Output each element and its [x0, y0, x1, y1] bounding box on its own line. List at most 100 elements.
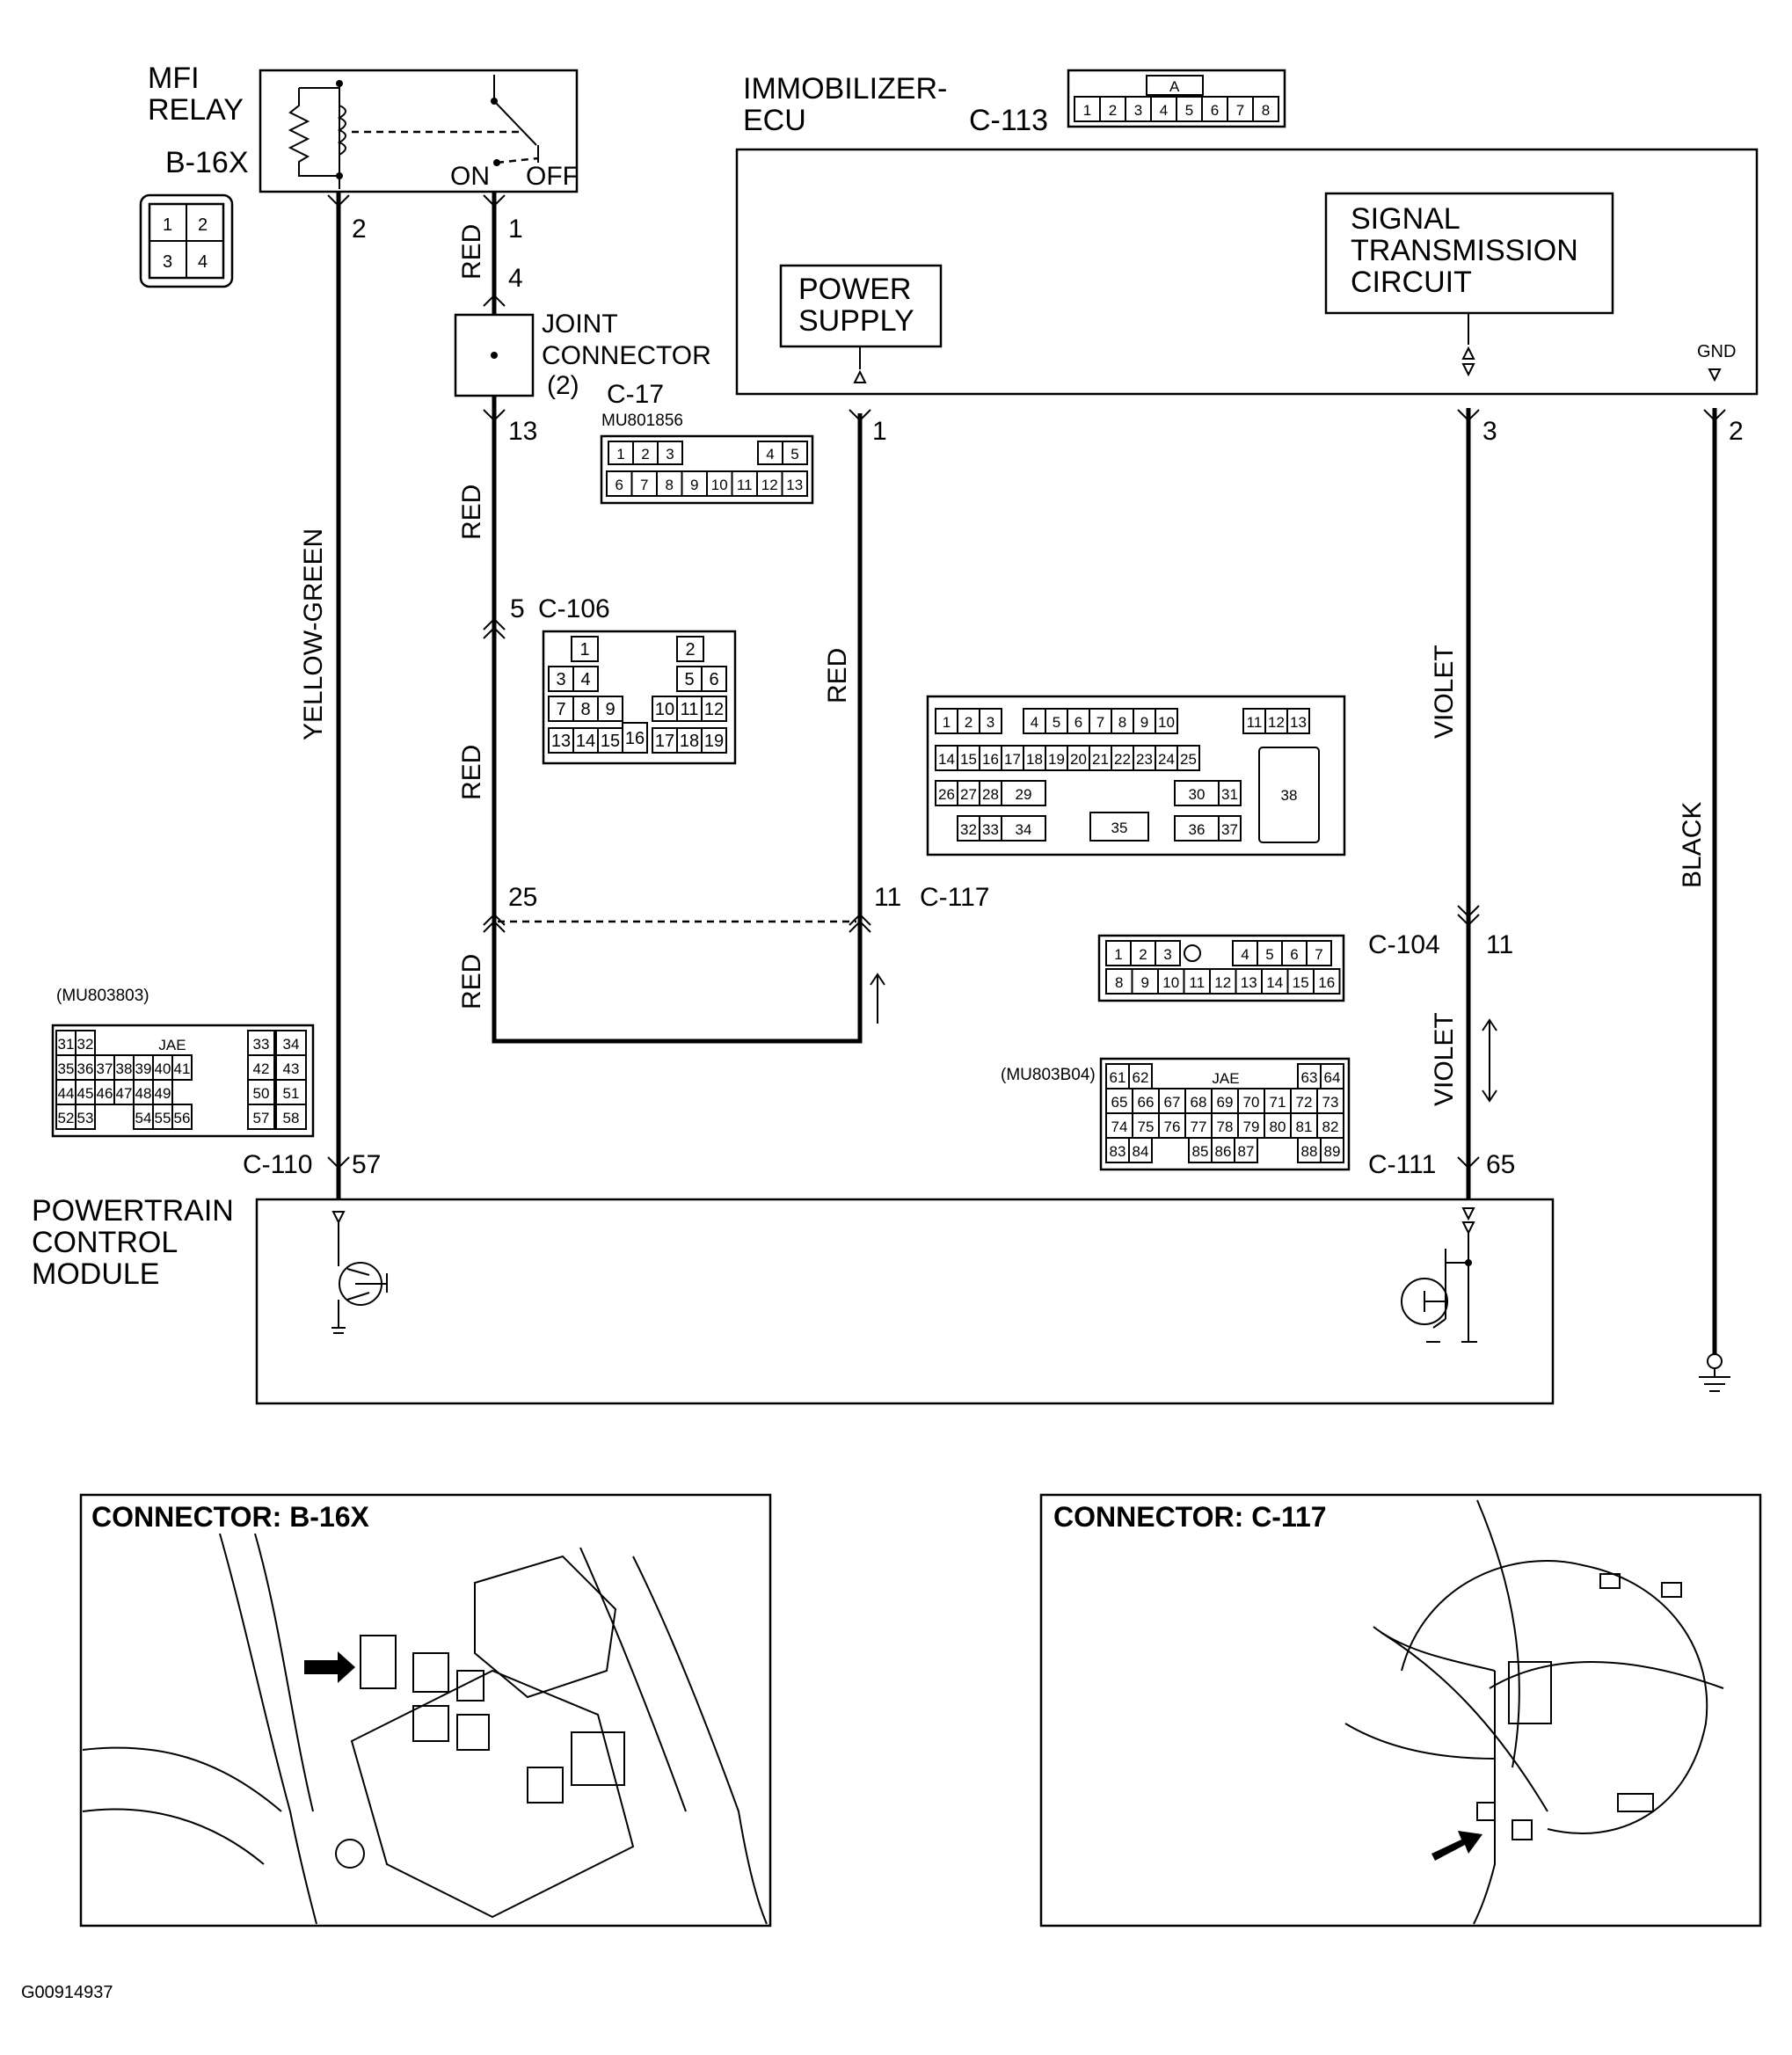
c110-pin: 49: [155, 1085, 171, 1102]
c111-pin: 74: [1111, 1119, 1128, 1135]
c106-pin: 9: [605, 700, 615, 719]
c117-pin: 12: [1268, 714, 1285, 731]
c117-pin: 28: [982, 786, 999, 803]
c106-pin: 10: [655, 700, 674, 719]
c117-pin: 29: [1016, 786, 1032, 803]
c110-pin-cell: [247, 1104, 275, 1130]
relay-node-top: [336, 80, 343, 87]
c117-pin: 13: [1290, 714, 1307, 731]
c111-pin: 87: [1238, 1143, 1255, 1160]
gnd-terminal: [1708, 368, 1722, 383]
c106-pin-cell: [622, 722, 648, 754]
c111-pin: 81: [1296, 1119, 1313, 1135]
c111-pin: 89: [1324, 1143, 1341, 1160]
panel-b16x: CONNECTOR: B-16X: [79, 1493, 772, 1927]
pin-c111: 65: [1486, 1150, 1515, 1179]
signal-terminal: [1461, 346, 1475, 377]
c117-pin-cell: [979, 708, 1002, 734]
engine-bay-illustration: [82, 1533, 768, 1925]
c117-pin-cell: [1089, 812, 1149, 842]
c110-pin: 41: [174, 1060, 191, 1077]
immo-connector-label: C-113: [969, 104, 1048, 137]
c111-key: JAE: [1212, 1070, 1239, 1087]
c111-pin: 71: [1270, 1094, 1286, 1111]
c17-pin-cell: [657, 441, 683, 465]
dashboard-illustration: [1344, 1499, 1724, 1925]
c117-pin-cell: [1001, 815, 1046, 842]
panel-b16x-frame: [79, 1493, 772, 1927]
power-supply-label-2: SUPPLY: [798, 304, 914, 338]
c17-pin: 13: [786, 477, 803, 493]
c117-pin-cell: [1218, 780, 1242, 806]
c111-pin: 72: [1296, 1094, 1313, 1111]
c110-pin: 52: [58, 1110, 75, 1126]
pin-c117-right: 11: [874, 883, 901, 912]
c17-pin: 7: [640, 477, 648, 493]
c104-pin-cell: [1313, 968, 1341, 995]
c111-part-code: (MU803B04): [1001, 1066, 1096, 1084]
label-red-5: RED: [823, 648, 852, 703]
c104-pin: 13: [1241, 974, 1257, 991]
c111-pin: 76: [1164, 1119, 1181, 1135]
signal-label-1: SIGNAL: [1351, 202, 1461, 236]
c104-pin: 5: [1265, 946, 1273, 963]
ground-icon: [1699, 1353, 1730, 1392]
c110-pin: 58: [283, 1110, 300, 1126]
c17-pin-cell: [781, 470, 808, 497]
mfi-relay-box: [259, 69, 579, 193]
c117-pin: 3: [987, 714, 994, 731]
c117-pin: 32: [960, 821, 977, 838]
pcm-box: [255, 1198, 1555, 1405]
c117-pin: 11: [1247, 714, 1263, 731]
c111-pin: 63: [1301, 1069, 1318, 1086]
c113-pin: 5: [1185, 102, 1193, 119]
c111-pin: 70: [1243, 1094, 1260, 1111]
c117-pin: 9: [1140, 714, 1148, 731]
c117-pin: 33: [982, 821, 999, 838]
c117-pin: 6: [1074, 714, 1082, 731]
c111-pin-cell: [1320, 1137, 1344, 1163]
c117-pin-38-housing: [1258, 747, 1320, 843]
panel-c117-title: CONNECTOR: C-117: [1053, 1501, 1327, 1533]
b16x-connector-face: [139, 193, 234, 288]
label-red-4: RED: [457, 954, 486, 1009]
c117-pin: 34: [1016, 821, 1032, 838]
c117-pin: 18: [1026, 751, 1043, 768]
pin-joint-out: 13: [508, 417, 537, 446]
c111-pin: 83: [1110, 1143, 1126, 1160]
c111-pin: 62: [1133, 1069, 1149, 1086]
c117-pin-cell: [1286, 708, 1310, 734]
c113-pin: 7: [1236, 102, 1244, 119]
c110-pin: 50: [253, 1085, 270, 1102]
current-arrow: [870, 973, 885, 1024]
gnd-label: GND: [1697, 342, 1736, 361]
c110-pin: 40: [155, 1060, 171, 1077]
c104-pin: 2: [1139, 946, 1147, 963]
c110-key: JAE: [158, 1037, 186, 1053]
c106-pin: 3: [556, 670, 565, 689]
c111-pin: 69: [1217, 1094, 1234, 1111]
c106-pin-cell: [572, 666, 599, 692]
label-violet-1: VIOLET: [1430, 645, 1459, 739]
relay-resistor: [288, 87, 339, 177]
c111-pin: 82: [1322, 1119, 1339, 1135]
c110-pin: 43: [283, 1060, 300, 1077]
label-violet-2: VIOLET: [1430, 1012, 1459, 1106]
immo-ecu-box: [735, 148, 1759, 396]
c111-pin: 86: [1215, 1143, 1232, 1160]
pin-c117-left: 25: [508, 883, 537, 912]
c106-pin: 7: [556, 700, 565, 719]
label-red-2: RED: [457, 485, 486, 540]
c113-pin: 8: [1262, 102, 1270, 119]
c104-key: [1184, 944, 1201, 962]
mfi-relay: MFI RELAY B-16X ON OFF 1 2 3 4: [139, 62, 579, 288]
joint-part-code: MU801856: [601, 412, 683, 430]
c106-label: C-106: [538, 594, 610, 623]
c106-pin-cell: [701, 696, 727, 722]
c104-pin: 14: [1266, 974, 1283, 991]
pin-c104: 11: [1486, 930, 1513, 959]
c117-pin: 17: [1004, 751, 1021, 768]
